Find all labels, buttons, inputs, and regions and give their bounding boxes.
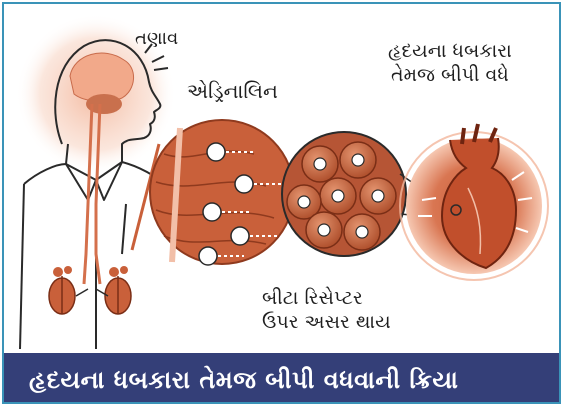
receptor-line-1: બીટા રિસેપ્ટર	[262, 287, 391, 311]
receptor-cell-icon	[282, 132, 406, 256]
caption-bar: હૃદયના ધબકારા તેમજ બીપી વધવાની ક્રિયા	[4, 353, 559, 404]
receptor-label: બીટા રિસેપ્ટર ઉપર અસર થાય	[262, 287, 391, 335]
caption-text: હૃદયના ધબકારા તેમજ બીપી વધવાની ક્રિયા	[29, 366, 458, 394]
heart-effect-line-2: તેમજ બીપી વધે	[388, 64, 512, 88]
receptor-line-2: ઉપર અસર થાય	[262, 311, 391, 335]
illustration-frame: તણાવ એડ્રિનાલિન હૃદયના ધબકારા તેમજ બીપી …	[2, 2, 561, 404]
adrenal-gland-icon	[49, 266, 131, 314]
stress-label: તણાવ	[135, 28, 178, 51]
heart-effect-line-1: હૃદયના ધબકારા	[388, 40, 512, 64]
heart-illustration	[400, 124, 548, 280]
adrenaline-label: એડ્રિનાલિન	[187, 79, 278, 104]
heart-effect-label: હૃદયના ધબકારા તેમજ બીપી વધે	[388, 40, 512, 88]
